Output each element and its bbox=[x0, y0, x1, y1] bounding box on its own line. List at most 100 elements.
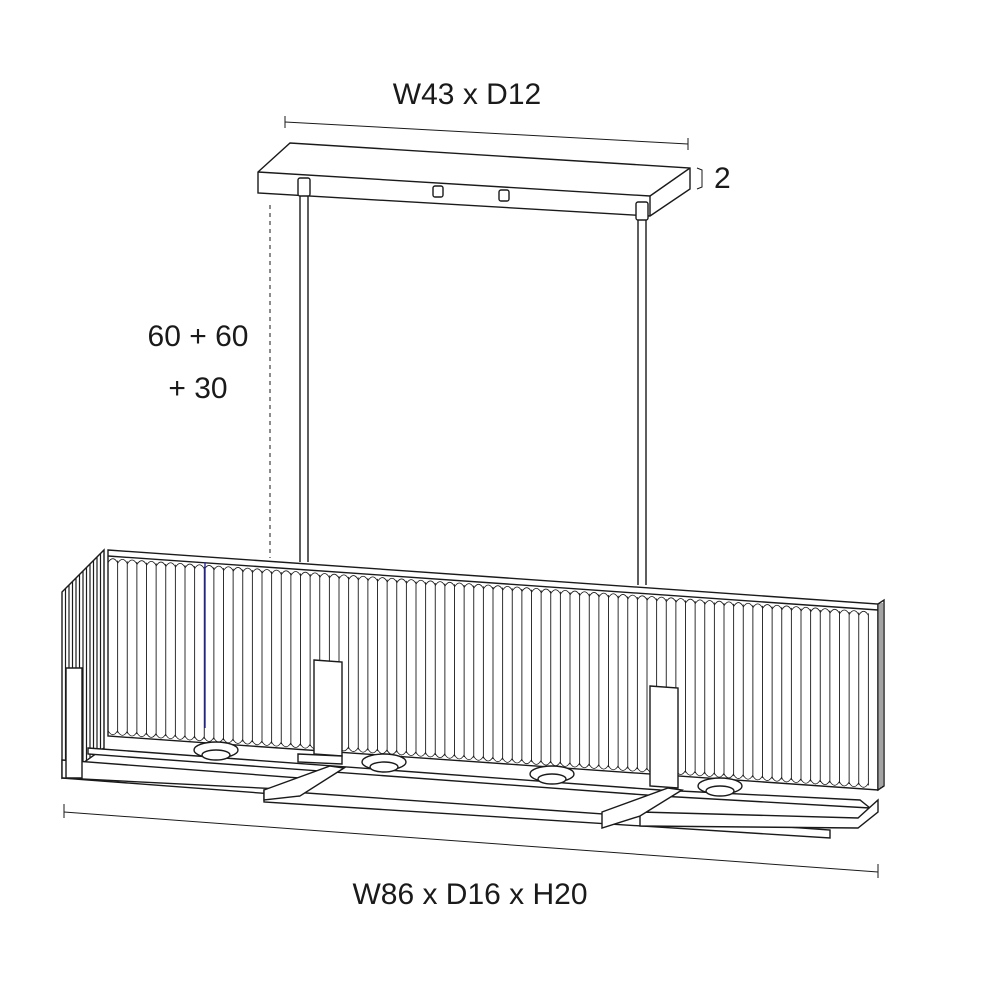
flute-cap bbox=[280, 570, 292, 576]
flute-cap bbox=[791, 606, 802, 611]
flute-cap bbox=[511, 586, 523, 592]
flute-cap bbox=[560, 762, 571, 767]
flute-cap bbox=[290, 571, 301, 576]
flute-cap bbox=[714, 772, 725, 778]
flute-cap bbox=[521, 587, 532, 592]
flute-cap bbox=[704, 772, 715, 777]
flute-cap bbox=[271, 569, 282, 575]
flute-cap bbox=[473, 756, 484, 761]
flute-cap bbox=[502, 585, 513, 591]
flute-cap bbox=[637, 595, 648, 601]
flute-cap bbox=[540, 760, 552, 766]
flute-cap bbox=[742, 602, 754, 608]
flute-cap bbox=[406, 579, 417, 584]
flute-cap bbox=[608, 765, 619, 771]
flute-cap bbox=[377, 577, 388, 582]
flute-cap bbox=[829, 608, 840, 614]
flute-cap bbox=[492, 585, 503, 590]
flute-cap bbox=[588, 592, 600, 597]
flute-cap bbox=[329, 573, 340, 579]
flute-cap bbox=[598, 592, 609, 598]
flute-cap bbox=[810, 779, 821, 785]
bulb-holder-2 bbox=[361, 753, 407, 773]
flute-cap bbox=[839, 781, 850, 787]
flute-cap bbox=[348, 575, 359, 580]
flute-cap bbox=[685, 770, 696, 776]
flute-cap bbox=[742, 775, 754, 780]
flute-cap bbox=[454, 582, 465, 588]
flute-cap bbox=[540, 588, 552, 594]
flute-cap bbox=[261, 741, 272, 746]
flute-cap bbox=[588, 764, 600, 769]
flute-cap bbox=[242, 567, 253, 573]
flute-cap bbox=[242, 739, 253, 745]
flute-cap bbox=[762, 604, 773, 609]
flute-cap bbox=[675, 598, 686, 603]
flute-cap bbox=[733, 602, 744, 607]
ceiling-canopy bbox=[257, 142, 691, 217]
flute-cap bbox=[434, 581, 446, 586]
flute-cap bbox=[252, 568, 263, 574]
flute-cap bbox=[261, 569, 272, 574]
flute-cap bbox=[319, 573, 330, 578]
right-end-flutes bbox=[879, 603, 883, 788]
flute-cap bbox=[848, 610, 860, 615]
flute-cap bbox=[146, 560, 157, 566]
flute-cap bbox=[656, 596, 667, 602]
flute-cap bbox=[752, 603, 763, 609]
flute-cap bbox=[617, 766, 629, 771]
flute-cap bbox=[560, 590, 571, 595]
flute-cap bbox=[107, 558, 118, 563]
flute-cap bbox=[386, 577, 398, 583]
flute-cap bbox=[752, 775, 763, 781]
flute-cap bbox=[704, 600, 715, 605]
suspension-rods bbox=[297, 177, 649, 585]
flute-cap bbox=[184, 563, 195, 569]
flute-cap bbox=[415, 579, 426, 585]
flute-cap bbox=[203, 737, 215, 742]
flute-cap bbox=[454, 754, 465, 760]
canopy-height-bracket bbox=[696, 167, 703, 190]
flute-cap bbox=[107, 730, 118, 736]
flute-cap bbox=[175, 563, 186, 568]
flute-cap bbox=[839, 609, 850, 615]
flute-cap bbox=[848, 782, 860, 788]
flute-cap bbox=[733, 774, 744, 779]
flute-cap bbox=[136, 560, 147, 565]
flute-cap bbox=[146, 733, 157, 738]
flute-cap bbox=[184, 735, 195, 741]
flute-cap bbox=[444, 581, 455, 587]
flute-cap bbox=[434, 753, 446, 759]
flute-cap bbox=[800, 779, 811, 784]
fixture-dimension-line bbox=[63, 804, 879, 878]
flute-cap bbox=[252, 740, 263, 746]
flute-cap bbox=[473, 583, 484, 589]
flute-cap bbox=[569, 762, 580, 768]
flute-cap bbox=[598, 764, 609, 770]
flute-cap bbox=[290, 743, 301, 748]
flute-cap bbox=[627, 766, 638, 772]
canopy-dimension-label: W43 x D12 bbox=[393, 78, 541, 111]
flute-cap bbox=[685, 598, 696, 604]
bulb-holder-4 bbox=[697, 777, 743, 797]
flute-cap bbox=[117, 731, 128, 736]
flute-cap bbox=[492, 757, 503, 763]
flute-cap bbox=[810, 607, 821, 613]
flute-cap bbox=[117, 558, 128, 564]
flute-cap bbox=[425, 752, 436, 758]
flute-cap bbox=[483, 756, 494, 762]
bulb-holder-3 bbox=[529, 765, 575, 785]
flute-cap bbox=[791, 778, 802, 783]
flute-cap bbox=[396, 578, 407, 584]
flute-cap bbox=[126, 559, 138, 565]
flute-cap bbox=[309, 572, 321, 578]
flute-cap bbox=[771, 777, 783, 782]
flute-cap bbox=[415, 752, 426, 757]
fixture-body bbox=[61, 548, 885, 839]
flute-cap bbox=[665, 597, 677, 603]
flute-cap bbox=[617, 594, 629, 599]
flute-cap bbox=[300, 571, 311, 577]
flute-cap bbox=[271, 741, 282, 747]
flute-cap bbox=[579, 591, 590, 596]
flute-cap bbox=[723, 601, 734, 607]
